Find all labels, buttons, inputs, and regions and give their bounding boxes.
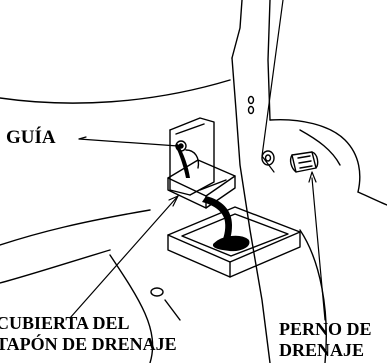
drain-pan <box>167 206 301 278</box>
guide-label: GUÍA <box>6 127 56 148</box>
drain-bolt <box>261 150 319 173</box>
oil-stream <box>175 144 232 246</box>
leader-lines <box>69 0 326 321</box>
drain-plug-cover-label-line2: TAPÓN DE DRENAJE <box>0 334 177 354</box>
drain-plug-cover <box>167 159 236 209</box>
drain-bolt-label-line1: PERNO DE <box>279 319 372 339</box>
drain-bolt-label: PERNO DE DRENAJE <box>279 320 372 359</box>
drain-plug-cover-label: CUBIERTA DEL TAPÓN DE DRENAJE <box>0 314 177 353</box>
drain-bolt-label-line2: DRENAJE <box>279 340 365 360</box>
guide-bracket <box>169 117 215 196</box>
drain-plug-cover-label-line1: CUBIERTA DEL <box>0 313 130 333</box>
